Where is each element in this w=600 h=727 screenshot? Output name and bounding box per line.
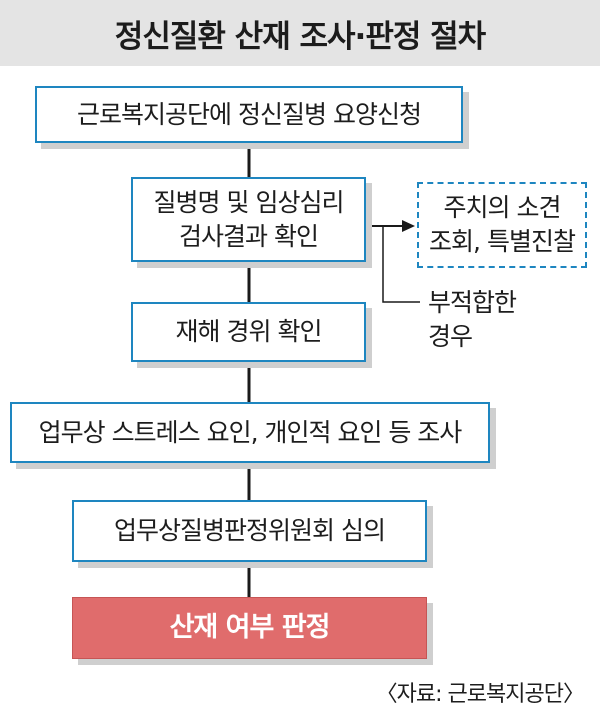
source-credit: 〈자료: 근로복지공단〉	[375, 682, 585, 707]
step-5-box: 업무상질병판정위원회 심의	[72, 500, 427, 562]
note-bracket-line	[382, 226, 420, 303]
branch-arrowhead	[402, 220, 415, 232]
step-4-label: 업무상 스트레스 요인, 개인적 요인 등 조사	[38, 417, 463, 447]
step-4-box: 업무상 스트레스 요인, 개인적 요인 등 조사	[10, 402, 490, 463]
step-2-label: 질병명 및 임상심리 검사결과 확인	[153, 187, 345, 251]
step-3-label: 재해 경위 확인	[175, 317, 323, 346]
step-1-label: 근로복지공단에 정신질병 요양신청	[77, 99, 422, 129]
step-3-box: 재해 경위 확인	[131, 302, 366, 362]
step-1-box: 근로복지공단에 정신질병 요양신청	[35, 86, 463, 143]
branch-note: 부적합한 경우	[428, 288, 517, 351]
diagram-title: 정신질환 산재 조사·판정 절차	[114, 18, 486, 55]
step-6-label: 산재 여부 판정	[169, 612, 331, 643]
side-box-label: 주치의 소견 조회, 특별진찰	[429, 193, 576, 256]
side-box: 주치의 소견 조회, 특별진찰	[417, 182, 587, 268]
step-5-label: 업무상질병판정위원회 심의	[114, 516, 386, 545]
title-bar: 정신질환 산재 조사·판정 절차	[0, 0, 600, 66]
step-6-final-box: 산재 여부 판정	[72, 597, 427, 659]
step-2-box: 질병명 및 임상심리 검사결과 확인	[131, 177, 366, 262]
